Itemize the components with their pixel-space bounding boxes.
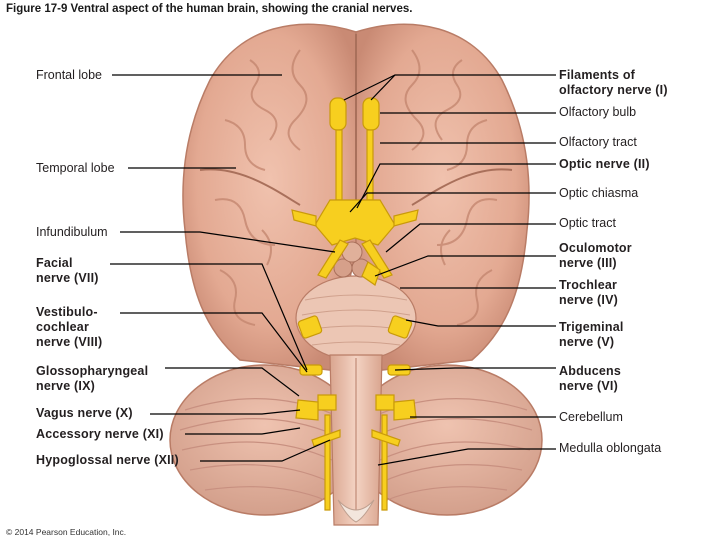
label-glossopharyngeal-nerve: Glossopharyngeal nerve (IX) [36, 364, 149, 393]
label-facial-nerve: Facial nerve (VII) [36, 256, 99, 285]
label-trochlear-nerve: Trochlear nerve (IV) [559, 278, 618, 307]
label-trigeminal-nerve: Trigeminal nerve (V) [559, 320, 624, 349]
label-cerebellum: Cerebellum [559, 410, 623, 424]
label-hypoglossal-nerve: Hypoglossal nerve (XII) [36, 453, 179, 467]
label-optic-tract: Optic tract [559, 216, 616, 230]
cerebrum [182, 23, 530, 371]
label-abducens-nerve: Abducens nerve (VI) [559, 364, 622, 393]
label-olfactory-bulb: Olfactory bulb [559, 105, 637, 119]
label-optic-nerve: Optic nerve (II) [559, 157, 650, 171]
label-medulla-oblongata: Medulla oblongata [559, 441, 662, 455]
label-olfactory-tract: Olfactory tract [559, 135, 637, 149]
label-oculomotor-nerve: Oculomotor nerve (III) [559, 241, 632, 270]
label-temporal-lobe: Temporal lobe [36, 161, 115, 175]
label-accessory-nerve: Accessory nerve (XI) [36, 427, 164, 441]
label-vagus-nerve: Vagus nerve (X) [36, 406, 133, 420]
cranial-nerves [291, 97, 419, 511]
label-vestibulocochlear-nerve: Vestibulo- cochlear nerve (VIII) [36, 305, 103, 349]
label-infundibulum: Infundibulum [36, 225, 108, 239]
leader-lines [110, 74, 556, 466]
label-olfactory-filaments: Filaments of olfactory nerve (I) [559, 68, 668, 97]
figure-title: Figure 17-9 Ventral aspect of the human … [6, 3, 413, 15]
label-frontal-lobe: Frontal lobe [36, 68, 103, 82]
label-optic-chiasma: Optic chiasma [559, 186, 639, 200]
copyright-notice: © 2014 Pearson Education, Inc. [6, 527, 127, 537]
